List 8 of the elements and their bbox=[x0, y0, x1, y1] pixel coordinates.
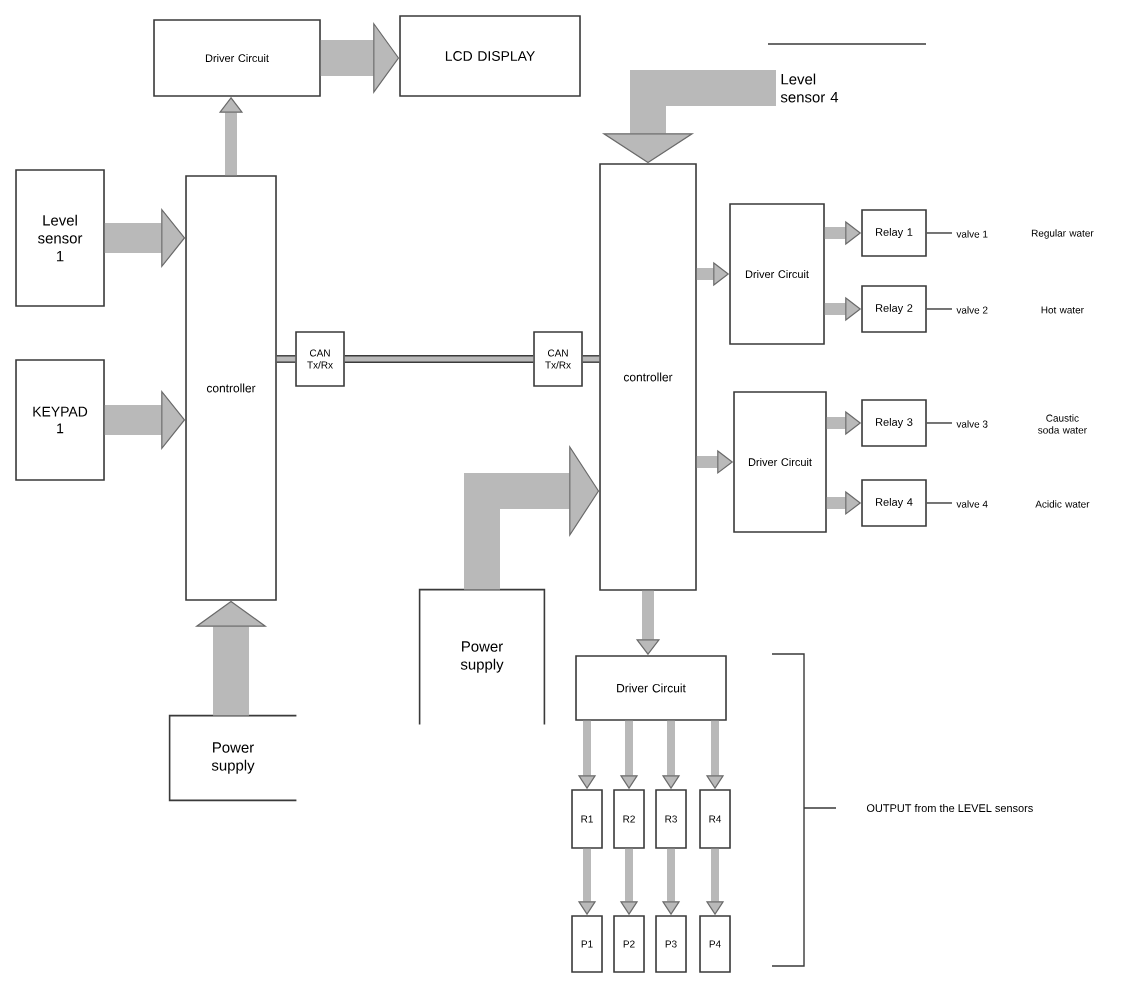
block-arrow bbox=[464, 444, 600, 590]
connector-line bbox=[926, 422, 953, 424]
connector-line bbox=[926, 308, 953, 310]
bus-line bbox=[276, 355, 296, 363]
connector-line bbox=[926, 232, 953, 234]
bus-line bbox=[344, 355, 534, 363]
connector-line bbox=[926, 502, 953, 504]
bus-line bbox=[582, 355, 600, 363]
